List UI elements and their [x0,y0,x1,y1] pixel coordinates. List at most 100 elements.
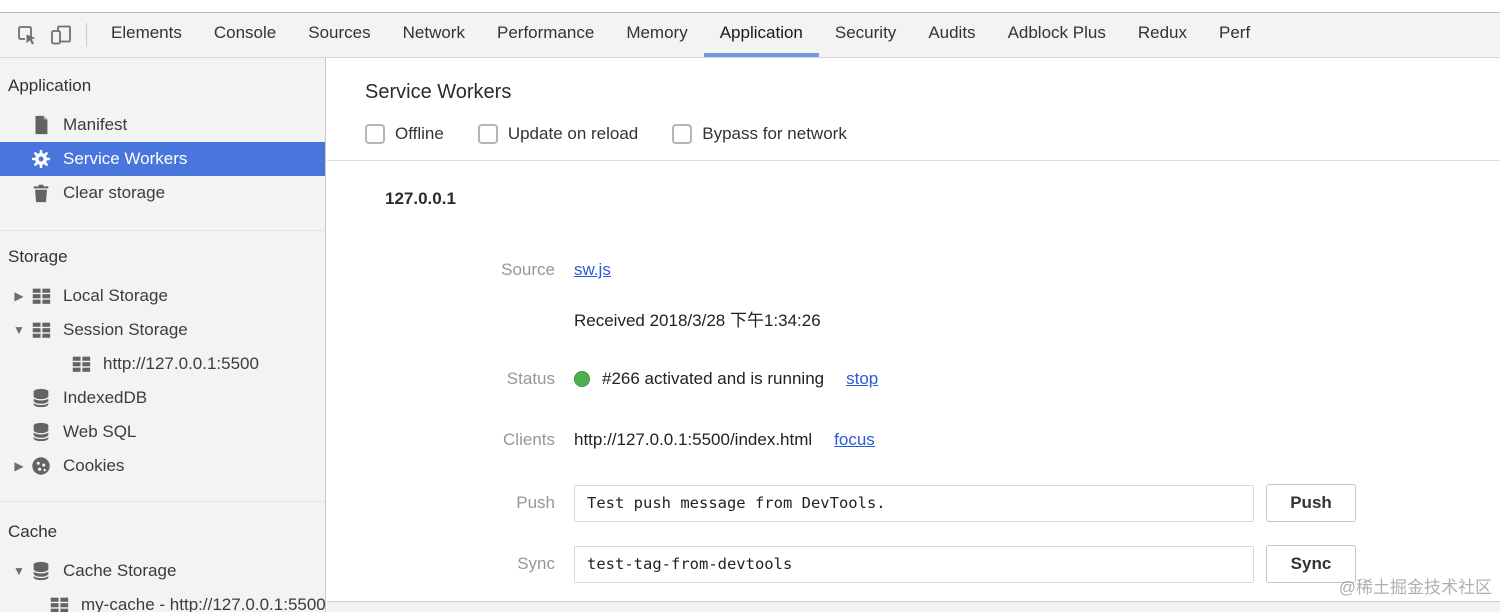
sidebar-header-cache: Cache [8,522,58,541]
sidebar-item-label: Web SQL [63,422,137,441]
tab-audits[interactable]: Audits [928,23,976,42]
sidebar-section-application: Application Manifest [0,58,325,231]
tab-security[interactable]: Security [834,23,897,42]
trash-icon [30,182,52,204]
sidebar-item-manifest[interactable]: Manifest [0,108,325,142]
checkbox-label: Update on reload [507,124,639,143]
sidebar-header-application: Application [8,76,92,95]
sidebar-item-label: my-cache - http://127.0.0.1:5500 [81,595,326,612]
sidebar-item-label: IndexedDB [63,388,148,407]
sidebar-section-storage: Storage ▶ Local Storage ▼ Session Storag… [0,231,325,502]
checkbox-icon[interactable] [365,124,385,144]
sync-tag-input[interactable] [574,545,1254,583]
gear-icon [30,148,52,170]
tab-application[interactable]: Application [703,13,819,57]
sync-button[interactable]: Sync [1266,545,1356,583]
tab-sources[interactable]: Sources [308,23,371,42]
database-icon [30,421,52,443]
sidebar-item-session-storage-origin[interactable]: http://127.0.0.1:5500 [0,347,325,381]
page-top-strip [0,0,1500,12]
sidebar-item-label: Cache Storage [63,561,177,580]
tab-perf[interactable]: Perf [1218,23,1251,42]
file-icon [30,114,52,136]
push-button[interactable]: Push [1266,484,1356,522]
application-sidebar: Application Manifest [0,58,326,612]
push-label: Push [516,493,555,512]
database-icon [30,560,52,582]
sidebar-item-label: Session Storage [63,320,188,339]
sidebar-item-label: Clear storage [63,183,166,202]
sidebar-item-session-storage[interactable]: ▼ Session Storage [0,313,325,347]
source-row: Source sw.js [327,253,1500,287]
tab-console[interactable]: Console [213,23,277,42]
chevron-down-icon[interactable]: ▼ [13,564,25,578]
sidebar-item-label: Manifest [63,115,128,134]
push-message-input[interactable] [574,484,1254,522]
sidebar-section-cache: Cache ▼ Cache Storage my-cache - http://… [0,502,325,612]
chevron-right-icon[interactable]: ▶ [14,459,24,473]
sidebar-item-cache-storage[interactable]: ▼ Cache Storage [0,554,325,588]
status-running-icon [574,371,590,387]
devtools-toolbar: Elements Console Sources Network Perform… [0,12,1500,58]
sidebar-item-clear-storage[interactable]: Clear storage [0,176,325,210]
toolbar-separator [86,23,87,47]
table-icon [30,285,52,307]
service-worker-options: Offline Update on reload Bypass for netw… [365,122,1500,146]
cookie-icon [30,455,52,477]
status-text: #266 activated and is running [602,369,825,388]
checkbox-label: Bypass for network [702,124,847,143]
source-file-link[interactable]: sw.js [574,260,611,279]
push-row: Push Push [327,484,1500,522]
received-row: Received 2018/3/28 下午1:34:26 [327,301,1500,335]
chevron-right-icon[interactable]: ▶ [14,289,24,303]
sidebar-item-label: Service Workers [63,149,188,168]
table-icon [30,319,52,341]
sidebar-item-service-workers[interactable]: Service Workers [0,142,325,176]
tab-adblock-plus[interactable]: Adblock Plus [1007,23,1106,42]
sidebar-header-storage: Storage [8,247,68,266]
worker-origin: 127.0.0.1 [385,189,456,208]
tab-performance[interactable]: Performance [496,23,595,42]
clients-label: Clients [503,430,555,449]
sync-row: Sync Sync [327,545,1500,583]
chevron-down-icon[interactable]: ▼ [13,323,25,337]
database-icon [30,387,52,409]
service-workers-header: Service Workers Offline Update on reload… [327,58,1500,161]
service-workers-panel: Service Workers Offline Update on reload… [327,58,1500,612]
tab-redux[interactable]: Redux [1137,23,1187,42]
sidebar-item-indexeddb[interactable]: IndexedDB [0,381,325,415]
panel-title: Service Workers [365,81,512,103]
offline-checkbox[interactable]: Offline [365,124,444,144]
sidebar-item-label: Cookies [63,456,125,475]
tab-elements[interactable]: Elements [111,23,182,42]
worker-details: Source sw.js Received 2018/3/28 下午1:34:2… [327,253,1500,583]
panel-tabs: Elements Console Sources Network Perform… [95,13,1266,57]
clients-row: Clients http://127.0.0.1:5500/index.html… [327,423,1500,457]
sidebar-item-my-cache[interactable]: my-cache - http://127.0.0.1:5500 [0,588,325,612]
sidebar-item-web-sql[interactable]: Web SQL [0,415,325,449]
tab-memory[interactable]: Memory [626,23,688,42]
bypass-for-network-checkbox[interactable]: Bypass for network [672,124,847,144]
focus-link[interactable]: focus [834,430,875,449]
table-icon [70,353,92,375]
update-on-reload-checkbox[interactable]: Update on reload [477,124,639,144]
sidebar-item-label: http://127.0.0.1:5500 [103,354,259,373]
sidebar-item-cookies[interactable]: ▶ Cookies [0,449,325,483]
inspect-element-icon[interactable] [10,13,44,57]
status-row: Status #266 activated and is running sto… [327,362,1500,396]
tab-network[interactable]: Network [402,23,465,42]
checkbox-label: Offline [395,124,444,143]
status-label: Status [506,369,555,388]
stop-link[interactable]: stop [846,369,879,388]
checkbox-icon[interactable] [672,124,693,144]
checkbox-icon[interactable] [477,124,498,144]
client-url: http://127.0.0.1:5500/index.html [574,430,813,449]
received-timestamp: Received 2018/3/28 下午1:34:26 [574,310,821,330]
drawer-top-strip [327,601,1500,612]
sidebar-item-local-storage[interactable]: ▶ Local Storage [0,279,325,313]
sync-label: Sync [517,554,555,573]
sidebar-item-label: Local Storage [63,286,168,305]
table-icon [48,594,70,612]
device-toolbar-icon[interactable] [44,13,78,57]
